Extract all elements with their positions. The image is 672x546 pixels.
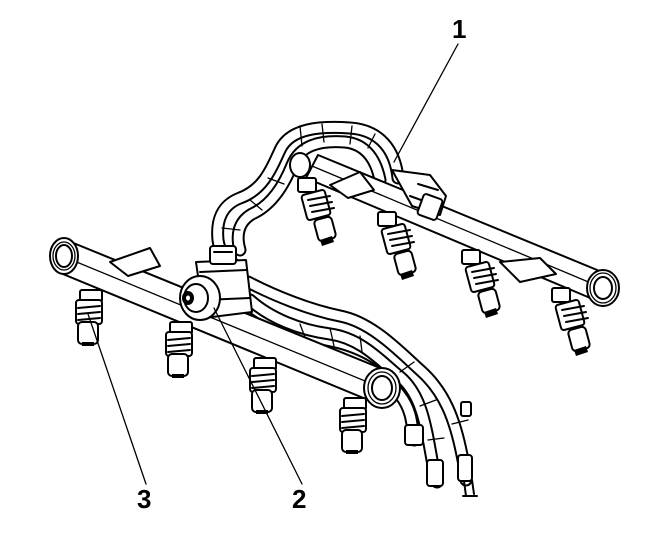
leader-lines	[87, 43, 459, 485]
leader-line-3	[87, 313, 147, 485]
leader-line-2	[213, 307, 303, 485]
callout-1: 1	[452, 14, 466, 44]
rear-injectors	[297, 177, 591, 356]
rear-fuel-rail	[289, 152, 620, 307]
leader-line-1	[393, 43, 459, 163]
fuel-pressure-regulator	[179, 245, 253, 321]
callout-2: 2	[292, 484, 306, 514]
front-injectors	[75, 289, 367, 454]
callout-3: 3	[137, 484, 151, 514]
